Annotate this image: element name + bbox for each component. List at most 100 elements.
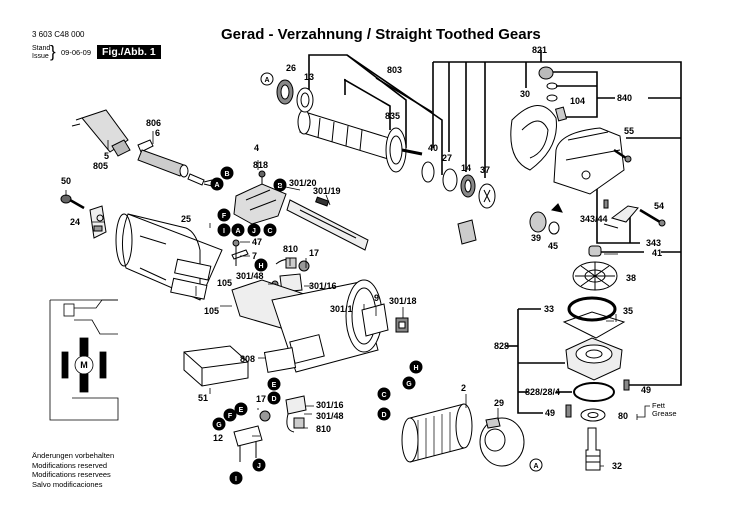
footer-notes: Änderungen vorbehalten Modifications res… [32,451,114,489]
part-label-828: 828 [494,341,509,351]
part-label-49-right: 49 [641,385,651,395]
part-bearing-41 [588,245,602,257]
part-label-343: 343 [646,238,661,248]
part-brush-holder-top [271,257,310,293]
part-label-45: 45 [548,241,558,251]
stand-label: Stand [32,45,51,52]
part-bearing-13 [296,87,314,113]
part-fan-baffle-29 [479,417,525,467]
connector-A-open-1: A [260,72,274,86]
connector-B-2: B [273,178,287,192]
connector-markers: A A B A B F I A J C H E D G F E J I H G … [210,72,543,485]
connector-H-2: H [409,360,423,374]
part-label-29: 29 [494,398,504,408]
part-label-26: 26 [286,63,296,73]
part-label-6: 6 [155,128,160,138]
page-title: Gerad - Verzahnung / Straight Toothed Ge… [221,26,541,43]
part-label-9: 9 [374,293,379,303]
svg-text:G: G [406,381,412,388]
part-label-301-16-bottom: 301/16 [316,400,344,410]
svg-text:D: D [381,412,386,419]
part-label-12: 12 [213,433,223,443]
part-spindle-32 [585,427,601,471]
svg-text:F: F [228,413,233,420]
svg-text:I: I [223,228,225,235]
part-label-806: 806 [146,118,161,128]
connector-I-2: I [229,471,243,485]
part-screw-47 [231,239,249,266]
part-switch-rod-301-20 [286,196,369,251]
issue-label: Issue [32,53,49,60]
part-label-17-bottom: 17 [256,394,266,404]
svg-text:D: D [271,396,276,403]
svg-text:G: G [216,422,222,429]
part-label-49-left: 49 [545,408,555,418]
part-filter-screen [457,219,477,245]
connector-G-2: G [402,376,416,390]
part-stator-2 [401,403,473,463]
part-label-35: 35 [623,306,633,316]
part-label-33: 33 [544,304,554,314]
part-label-51: 51 [198,393,208,403]
part-suppressor-12 [233,425,263,462]
part-cable-sleeve [137,149,213,187]
motor-symbol: M [80,360,88,370]
part-label-803: 803 [387,65,402,75]
connector-B-1: B [220,166,234,180]
grease-label-de: Fett [652,401,666,410]
part-label-13: 13 [304,72,314,82]
connector-C-2: C [377,387,391,401]
part-screw-54 [639,208,666,227]
part-plug-cable [71,109,154,157]
part-label-80: 80 [618,411,628,421]
part-label-55: 55 [624,126,634,136]
connector-J-1: J [247,223,261,237]
svg-text:A: A [264,77,269,84]
svg-text:I: I [235,476,237,483]
part-flange-828 [565,337,623,381]
part-label-840: 840 [617,93,632,103]
svg-text:A: A [533,463,538,470]
part-label-17-top: 17 [309,248,319,258]
part-label-30: 30 [520,89,530,99]
wiring-schematic: M [49,299,119,421]
part-screw-49 [565,379,630,418]
connector-C-1: C [263,223,277,237]
part-spindle-lock-840 [538,66,568,122]
svg-text:J: J [257,463,261,470]
svg-text:A: A [235,228,240,235]
part-label-808 [263,347,297,373]
svg-text:H: H [413,365,418,372]
part-stator-housing-25 [115,213,223,301]
part-screw-55 [613,148,632,163]
part-label-41: 41 [652,248,662,258]
part-label-343-44: 343/44 [580,214,608,224]
part-handle-51 [183,345,249,387]
part-label-50: 50 [61,176,71,186]
part-label-301-19: 301/19 [313,186,341,196]
part-label-828-28-4: 828/28/4 [525,387,560,397]
part-cap-301-18 [395,317,409,333]
connector-A-2: A [231,223,245,237]
part-label-818: 818 [253,160,268,170]
document-number: 3 603 C48 000 [32,30,85,39]
part-o-ring-828-28-4 [573,382,615,402]
part-label-27: 27 [442,153,452,163]
svg-text:A: A [214,182,219,189]
svg-text:B: B [277,183,282,190]
footer-line-en: Modifications reserved [32,460,108,470]
svg-text:E: E [239,407,244,414]
part-label-39: 39 [531,233,541,243]
connector-G-1: G [212,417,226,431]
part-label-5: 5 [104,151,109,161]
connector-A-1: A [210,177,224,191]
part-plate-35 [562,311,626,339]
connector-F-2: F [223,408,237,422]
part-label-7: 7 [252,251,257,261]
part-label-105-lower: 105 [204,306,219,316]
part-label-301-48-bottom: 301/48 [316,411,344,421]
part-labels: 26 13 803 835 821 840 104 30 40 27 14 37… [61,45,664,471]
part-label-805: 805 [93,161,108,171]
svg-text:B: B [224,171,229,178]
part-o-ring-33 [567,296,617,322]
